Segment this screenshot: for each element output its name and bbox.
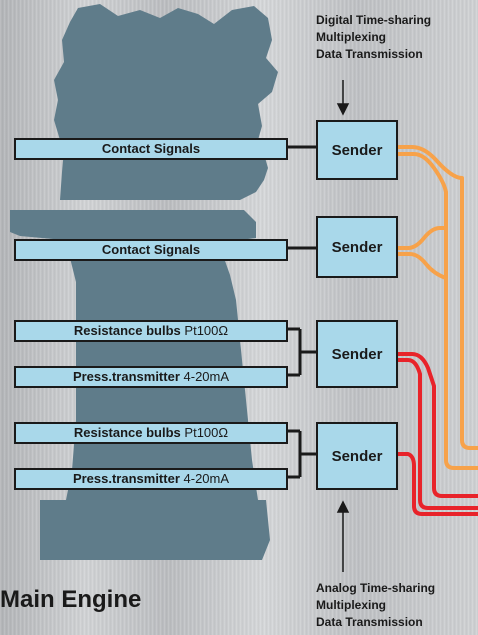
analog-transmission-lines	[398, 352, 478, 516]
resistance-bulbs-box-1: Resistance bulbs Pt100Ω	[14, 320, 288, 342]
resistance-bulbs-spec-2: Pt100Ω	[184, 425, 229, 440]
digital-caption-line-1: Digital Time-sharing	[316, 13, 432, 27]
analog-caption-line-1: Analog Time-sharing	[316, 581, 436, 595]
arrow-down-icon	[336, 103, 350, 116]
arrow-up-icon	[336, 500, 350, 513]
digital-caption-line-2: Multiplexing	[316, 30, 386, 44]
sender-label-3: Sender	[331, 345, 383, 363]
contact-signals-label-2: Contact Signals	[101, 242, 201, 257]
engine-base	[40, 500, 270, 560]
press-transmitter-spec-1: 4-20mA	[183, 369, 230, 384]
resistance-bulbs-spec-1: Pt100Ω	[184, 323, 229, 338]
press-transmitter-box-2: Press.transmitter 4-20mA	[14, 468, 288, 490]
analog-transmission-caption: Analog Time-sharing Multiplexing Data Tr…	[316, 580, 435, 631]
resistance-bulbs-box-2: Resistance bulbs Pt100Ω	[14, 422, 288, 444]
main-engine-silhouette	[10, 4, 278, 545]
digital-caption-line-3: Data Transmission	[316, 47, 423, 61]
press-transmitter-box-1: Press.transmitter 4-20mA	[14, 366, 288, 388]
sender-box-1: Sender	[316, 120, 398, 180]
press-transmitter-spec-2: 4-20mA	[183, 471, 230, 486]
main-engine-title: Main Engine	[0, 586, 142, 613]
digital-transmission-caption: Digital Time-sharing Multiplexing Data T…	[316, 12, 431, 63]
caption-arrows	[336, 80, 350, 572]
sender-box-3: Sender	[316, 320, 398, 388]
connector-lines	[288, 145, 316, 479]
contact-signals-label-1: Contact Signals	[101, 141, 201, 156]
resistance-bulbs-label-2: Resistance bulbs	[73, 425, 181, 440]
sender-label-1: Sender	[331, 141, 383, 159]
contact-signals-box-2: Contact Signals	[14, 239, 288, 261]
contact-signals-box-1: Contact Signals	[14, 138, 288, 160]
sender-label-4: Sender	[331, 447, 383, 465]
sender-label-2: Sender	[331, 238, 383, 256]
sender-box-4: Sender	[316, 422, 398, 490]
press-transmitter-label-1: Press.transmitter	[72, 369, 180, 384]
digital-transmission-lines	[398, 145, 478, 470]
press-transmitter-label-2: Press.transmitter	[72, 471, 180, 486]
sender-box-2: Sender	[316, 216, 398, 278]
analog-caption-line-3: Data Transmission	[316, 615, 423, 629]
resistance-bulbs-label-1: Resistance bulbs	[73, 323, 181, 338]
analog-caption-line-2: Multiplexing	[316, 598, 386, 612]
